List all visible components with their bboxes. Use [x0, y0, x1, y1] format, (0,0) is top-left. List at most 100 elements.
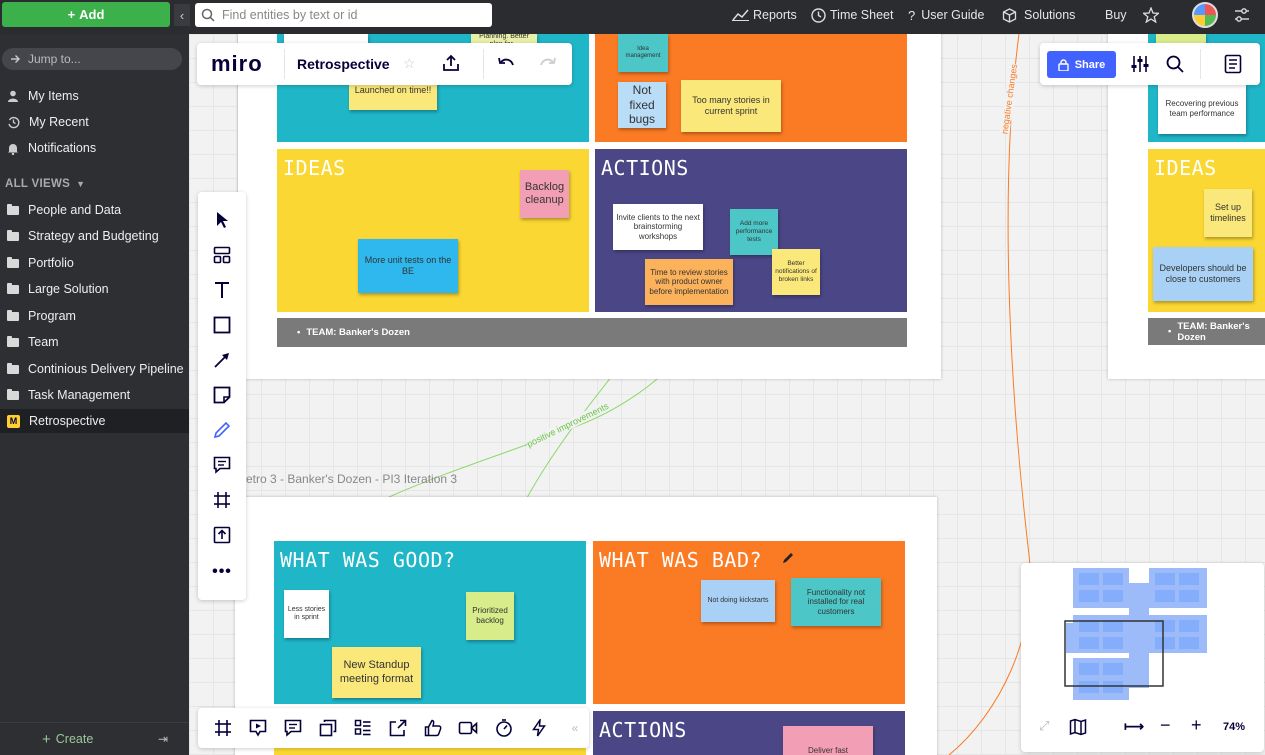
- redo-button[interactable]: [539, 55, 557, 71]
- undo-button[interactable]: [497, 55, 515, 71]
- sticky-prioritized-backlog[interactable]: Prioritized backlog: [466, 592, 514, 640]
- text-tool[interactable]: [212, 280, 232, 300]
- search-input[interactable]: Find entities by text or id: [195, 3, 492, 27]
- sticky-time-to-review[interactable]: Time to review stories with product owne…: [645, 259, 733, 305]
- export-button[interactable]: [441, 53, 461, 73]
- collapse-toolbar-icon[interactable]: «: [571, 721, 579, 735]
- sticky-note-tool[interactable]: [212, 385, 232, 405]
- miro-logo[interactable]: miro: [211, 51, 263, 76]
- avatar[interactable]: [1192, 2, 1218, 28]
- comment-tool[interactable]: [212, 455, 232, 475]
- sidebar-item-team[interactable]: Team: [0, 330, 189, 354]
- templates-tool[interactable]: [212, 245, 232, 265]
- folder-icon: [7, 256, 19, 268]
- sticky-idea-management[interactable]: Idea management: [618, 34, 668, 72]
- sticky-new-standup[interactable]: New Standup meeting format: [332, 647, 421, 698]
- zoom-level[interactable]: 74%: [1223, 721, 1246, 733]
- buy-link[interactable]: Buy: [1105, 8, 1127, 22]
- sticky-more-unit-tests[interactable]: More unit tests on the BE: [358, 239, 458, 293]
- connection-line-tool[interactable]: [212, 350, 232, 370]
- settings-sliders-icon[interactable]: [1234, 0, 1250, 30]
- sidebar-item-portfolio[interactable]: Portfolio: [0, 251, 189, 275]
- select-tool[interactable]: [212, 210, 232, 230]
- create-button[interactable]: +Create: [42, 730, 94, 748]
- creation-toolbar: •••: [198, 192, 246, 600]
- sidebar-item-my-recent[interactable]: My Recent: [0, 110, 189, 134]
- board-settings-button[interactable]: [1130, 55, 1150, 73]
- favorite-star-icon[interactable]: [1143, 0, 1159, 30]
- jump-to-input[interactable]: Jump to...: [2, 48, 182, 70]
- screen-share-button[interactable]: [388, 718, 408, 738]
- actions-title-2: ACTIONS: [599, 718, 687, 742]
- fit-width-icon[interactable]: ⟼: [1124, 718, 1145, 734]
- ideas-title-1: IDEAS: [283, 156, 346, 180]
- sticky-developers-close[interactable]: Developers should be close to customers: [1153, 247, 1253, 301]
- team-bar-3: •TEAM: Banker's Dozen: [1148, 318, 1265, 345]
- sticky-better-notifications[interactable]: Better notifications of broken links: [772, 249, 820, 295]
- sticky-not-fixed-bugs[interactable]: Not fixed bugs: [618, 82, 666, 128]
- sidebar-item-my-items[interactable]: My Items: [0, 84, 189, 108]
- star-icon[interactable]: ☆: [403, 55, 416, 71]
- shape-tool[interactable]: [212, 315, 232, 335]
- panel-bad-2: WHAT WAS BAD? Not doing kickstarts Funct…: [593, 541, 905, 704]
- timer-button[interactable]: [494, 718, 514, 738]
- collapse-arrows-icon[interactable]: ⇥: [158, 732, 169, 746]
- sidebar-item-continious-delivery-pipeline[interactable]: Continious Delivery Pipeline: [0, 357, 189, 381]
- kanban-button[interactable]: [353, 718, 373, 738]
- video-button[interactable]: [458, 718, 478, 738]
- power-ups-button[interactable]: [529, 718, 549, 738]
- frames-button[interactable]: [213, 718, 233, 738]
- add-button[interactable]: +Add: [2, 2, 170, 27]
- sticky-deliver-fast[interactable]: Deliver fast: [783, 726, 873, 755]
- folder-icon: [7, 282, 19, 294]
- upload-tool[interactable]: [212, 525, 232, 545]
- nav-time-sheet[interactable]: Time Sheet: [811, 0, 893, 30]
- present-icon: [249, 719, 267, 737]
- minimap-viewport[interactable]: [1064, 620, 1164, 687]
- sticky-functionality-not-installed[interactable]: Functionality not installed for real cus…: [791, 578, 881, 626]
- presentation-button[interactable]: [248, 718, 268, 738]
- map-icon: [1069, 718, 1087, 736]
- frame-label-2[interactable]: etro 3 - Banker's Dozen - PI3 Iteration …: [246, 472, 458, 486]
- zoom-in-button[interactable]: +: [1191, 715, 1202, 735]
- bullet-icon: •: [1168, 326, 1172, 337]
- sidebar-item-notifications[interactable]: Notifications: [0, 136, 189, 160]
- board-title[interactable]: Retrospective: [297, 56, 390, 72]
- zoom-out-button[interactable]: −: [1160, 715, 1171, 735]
- all-views-header[interactable]: ALL VIEWS▼: [5, 178, 86, 190]
- voting-button[interactable]: [423, 718, 443, 738]
- cards-button[interactable]: [318, 718, 338, 738]
- sticky-not-doing-kickstarts[interactable]: Not doing kickstarts: [701, 580, 775, 622]
- frame-tool[interactable]: [212, 490, 232, 510]
- sidebar-item-large-solution[interactable]: Large Solution: [0, 277, 189, 301]
- sticky-add-performance[interactable]: Add more performance tests: [730, 209, 778, 255]
- chat-button[interactable]: [283, 718, 303, 738]
- more-tools-icon[interactable]: •••: [212, 563, 232, 580]
- share-button[interactable]: Share: [1047, 51, 1116, 78]
- map-toggle-button[interactable]: [1069, 718, 1087, 736]
- sliders-icon: [1131, 56, 1149, 72]
- pen-tool[interactable]: [212, 420, 232, 440]
- nav-solutions[interactable]: Solutions: [1002, 0, 1075, 30]
- minimap-view[interactable]: [1021, 563, 1264, 752]
- sticky-too-many-stories[interactable]: Too many stories in current sprint: [681, 80, 781, 132]
- fit-screen-icon[interactable]: ⤢: [1039, 718, 1050, 733]
- collapse-sidebar-button[interactable]: ‹: [174, 4, 190, 26]
- sticky-set-up-timelines[interactable]: Set up timelines: [1204, 189, 1252, 237]
- sidebar-item-people-and-data[interactable]: People and Data: [0, 198, 189, 222]
- sticky-recovering[interactable]: Recovering previous team performance: [1158, 84, 1246, 134]
- sticky-less-stories[interactable]: Less stories in sprint: [284, 590, 329, 638]
- notes-button[interactable]: [1224, 54, 1242, 74]
- sticky-backlog-cleanup[interactable]: Backlog cleanup: [520, 170, 569, 218]
- sticky-invite-clients[interactable]: Invite clients to the next brainstorming…: [613, 204, 703, 250]
- sidebar-item-program[interactable]: Program: [0, 304, 189, 328]
- nav-user-guide[interactable]: ? User Guide: [908, 7, 985, 23]
- frame-icon: [214, 492, 230, 508]
- upload-icon: [443, 54, 459, 71]
- sidebar-item-strategy-and-budgeting[interactable]: Strategy and Budgeting: [0, 224, 189, 248]
- sidebar-item-task-management[interactable]: Task Management: [0, 383, 189, 407]
- sidebar-item-retrospective[interactable]: M Retrospective: [0, 409, 189, 433]
- board-search-button[interactable]: [1166, 55, 1184, 73]
- nav-reports[interactable]: Reports: [732, 0, 797, 30]
- bullet-icon: •: [297, 327, 301, 338]
